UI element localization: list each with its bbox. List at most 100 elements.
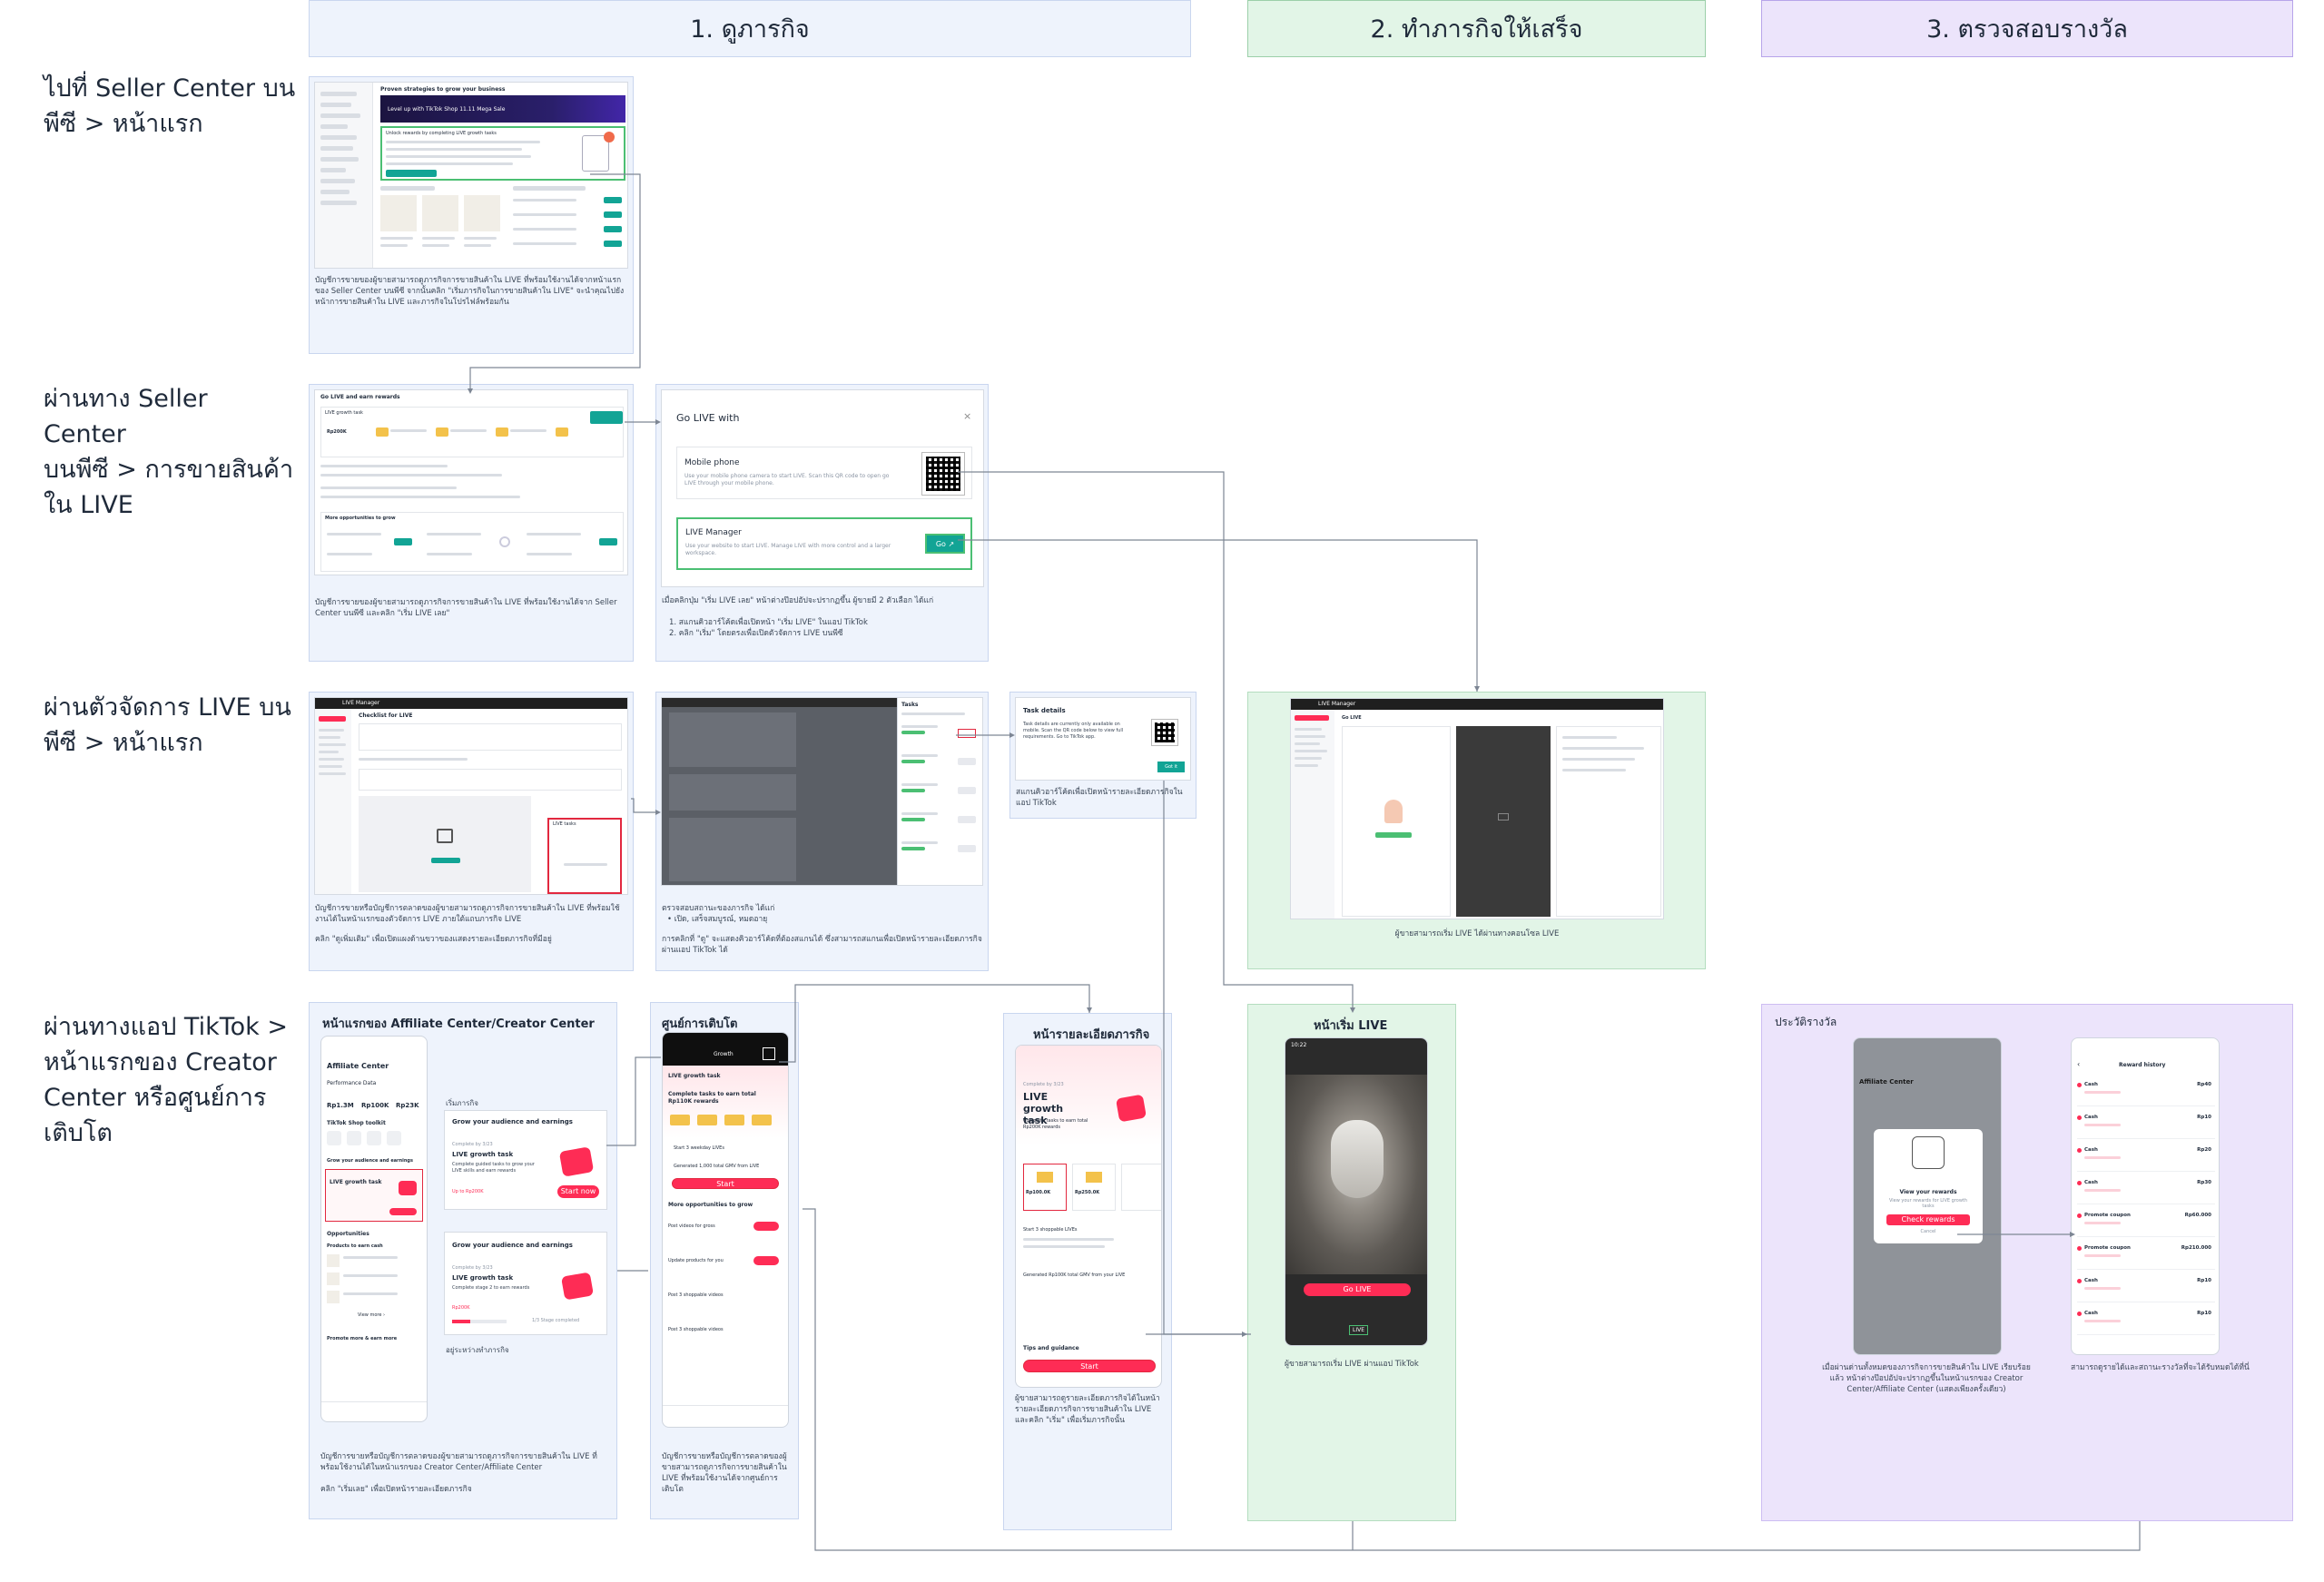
reward-subline <box>2084 1222 2121 1224</box>
live-manager-caption-b: คลิก "ดูเพิ่มเติม" เพื่อเปิดแผงด้านขวาขอ… <box>315 935 552 944</box>
start-task-button[interactable] <box>386 170 437 177</box>
page-heading: Go LIVE and earn rewards <box>320 394 400 400</box>
growth-header-icon[interactable] <box>763 1047 775 1060</box>
in-progress-label: อยู่ระหว่างทำภารกิจ <box>446 1346 509 1354</box>
camera-icon <box>1498 813 1509 820</box>
task-details-panel: หน้ารายละเอียดภารกิจ Complete by 3/23 LI… <box>1003 1013 1172 1530</box>
task-details-caption: สแกนคิวอาร์โค้ดเพื่อเปิดหน้ารายละเอียดภา… <box>1016 788 1183 808</box>
affiliate-caption-b: คลิก "เริ่มเลย" เพื่อเปิดหน้ารายละเอียดภ… <box>320 1485 472 1494</box>
promo-banner: Level up with TikTok Shop 11.11 Mega Sal… <box>380 95 625 123</box>
reward-value: Rp200K <box>327 429 347 435</box>
task-card-in-progress[interactable]: Grow your audience and earnings Complete… <box>444 1232 607 1335</box>
sidebar <box>315 83 373 268</box>
check-rewards-button[interactable]: Check rewards <box>1886 1214 1970 1225</box>
task-card-not-started[interactable]: Grow your audience and earnings Complete… <box>444 1110 607 1210</box>
connector-qr-to-live-page <box>1163 781 1247 1335</box>
live-manager-option[interactable]: LIVE Manager Use your website to start L… <box>676 517 972 570</box>
reward-history-row[interactable]: Cash Rp40 <box>2077 1078 2215 1106</box>
reward-subline <box>2084 1189 2121 1192</box>
growth-phone-screen: Growth LIVE growth task Complete tasks t… <box>662 1032 789 1428</box>
reward-name: Promote coupon <box>2084 1245 2131 1251</box>
task-highlight-box[interactable]: Unlock rewards by completing LIVE growth… <box>380 126 625 181</box>
reward-subline <box>2084 1287 2121 1290</box>
go-live-button[interactable]: Go LIVE <box>1304 1283 1411 1296</box>
row-label-live-manager: ผ่านตัวจัดการ LIVE บน พีซี > หน้าแรก <box>44 693 291 757</box>
reward-name: Cash <box>2084 1082 2098 1087</box>
app-title: LIVE Manager <box>1318 701 1356 707</box>
badge-icon <box>604 132 615 142</box>
qr-code-icon <box>1151 719 1178 746</box>
got-it-button[interactable]: Got it <box>1157 762 1185 772</box>
live-badge-icon <box>560 1272 595 1301</box>
affiliate-center-panel: หน้าแรกของ Affiliate Center/Creator Cent… <box>309 1002 617 1519</box>
reward-history-panel: ประวัติรางวัล Affiliate Center View your… <box>1761 1004 2293 1521</box>
back-icon[interactable]: ‹ <box>2077 1060 2081 1068</box>
page-heading: Proven strategies to grow your business <box>380 86 506 93</box>
live-badge-icon <box>558 1146 595 1177</box>
go-live-modal: Go LIVE with × Mobile phone Use your mob… <box>661 389 984 587</box>
growth-panel-title: ศูนย์การเติบโต <box>662 1017 738 1031</box>
live-rewards-screenshot: Go LIVE and earn rewards LIVE growth tas… <box>314 389 628 575</box>
mobile-phone-option[interactable]: Mobile phone Use your mobile phone camer… <box>676 447 972 499</box>
live-tasks-panel-container: Tasks ตรวจสอบสถานะของภารกิจ ได้แก่ • เปิ… <box>655 692 989 971</box>
view-more-link[interactable]: View more › <box>358 1312 385 1318</box>
row-label-tiktok-app: ผ่านทางแอป TikTok > หน้าแรกของ Creator C… <box>44 1013 288 1147</box>
close-icon[interactable]: × <box>963 410 972 422</box>
go-live-button[interactable] <box>590 411 623 424</box>
reward-status-icon <box>2077 1181 2082 1185</box>
modal-caption-intro: เมื่อคลิกปุ่ม "เริ่ม LIVE เลย" หน้าต่างป… <box>662 596 934 605</box>
opportunity-list <box>513 186 625 268</box>
seller-center-live-panel: Go LIVE and earn rewards LIVE growth tas… <box>309 384 634 662</box>
product-cards <box>380 186 507 268</box>
live-growth-task-card[interactable]: LIVE growth task <box>325 1169 423 1222</box>
live-console-caption: ผู้ขายสามารถเริ่ม LIVE ได้ผ่านทางคอนโซล … <box>1394 929 1560 938</box>
task-card: LIVE growth task Rp200K <box>320 407 624 457</box>
reward-stage-1: Rp100.0K <box>1023 1164 1067 1211</box>
live-manager-console-screenshot: LIVE Manager Go LIVE <box>1290 698 1664 919</box>
start-now-button[interactable]: Start now <box>557 1185 599 1198</box>
task-details-qr-panel: Task details Task details are currently … <box>1009 692 1196 819</box>
details-start-button[interactable]: Start <box>1023 1360 1156 1372</box>
reward-status-icon <box>2077 1148 2082 1153</box>
start-live-panel-title: หน้าเริ่ม LIVE <box>1314 1019 1388 1033</box>
reward-subline <box>2084 1124 2121 1126</box>
view-task-button[interactable] <box>958 729 976 738</box>
app-title: LIVE Manager <box>342 700 380 706</box>
tasks-caption-a: ตรวจสอบสถานะของภารกิจ ได้แก่ <box>662 904 775 913</box>
camera-preview <box>1285 1075 1427 1274</box>
rewards-modal: View your rewards View your rewards for … <box>1874 1129 1983 1243</box>
sidebar <box>1291 710 1334 919</box>
mouse-object <box>1331 1120 1384 1198</box>
reward-amount: Rp40 <box>2197 1082 2211 1087</box>
task-details-title: Task details <box>1023 707 1066 714</box>
reward-status-icon <box>2077 1312 2082 1316</box>
stat-2: Rp100K <box>361 1102 389 1109</box>
reward-status-icon <box>2077 1115 2082 1120</box>
tasks-caption-c: การคลิกที่ "ดู" จะแสดงคิวอาร์โค้ดที่ต้อง… <box>662 935 982 955</box>
growth-center-panel: ศูนย์การเติบโต Growth LIVE growth task C… <box>650 1002 799 1519</box>
affiliate-caption-a: บัญชีการขายหรือบัญชีการตลาดของผู้ขายสามา… <box>320 1452 597 1472</box>
reward-amount: Rp10 <box>2197 1311 2211 1316</box>
reward-status-icon <box>2077 1214 2082 1218</box>
live-mode-tab[interactable]: LIVE <box>1349 1325 1369 1335</box>
start-task-label: เริ่มภารกิจ <box>446 1099 478 1107</box>
checklist-heading: Checklist for LIVE <box>359 712 413 719</box>
reward-subline <box>2084 1156 2121 1159</box>
live-tasks-box[interactable]: LIVE tasks <box>547 818 622 894</box>
task-details-phone-screen: Complete by 3/23 LIVE growth task Comple… <box>1015 1045 1162 1388</box>
cancel-button[interactable]: Cancel <box>1920 1229 1936 1234</box>
go-button[interactable]: Go ↗ <box>925 534 965 554</box>
reward-name: Cash <box>2084 1180 2098 1185</box>
rewards-popup-caption: เมื่อผ่านด่านทั้งหมดของภารกิจการขายสินค้… <box>1822 1363 2031 1394</box>
growth-start-button[interactable]: Start <box>672 1178 779 1189</box>
reward-amount: Rp60.000 <box>2184 1213 2211 1218</box>
